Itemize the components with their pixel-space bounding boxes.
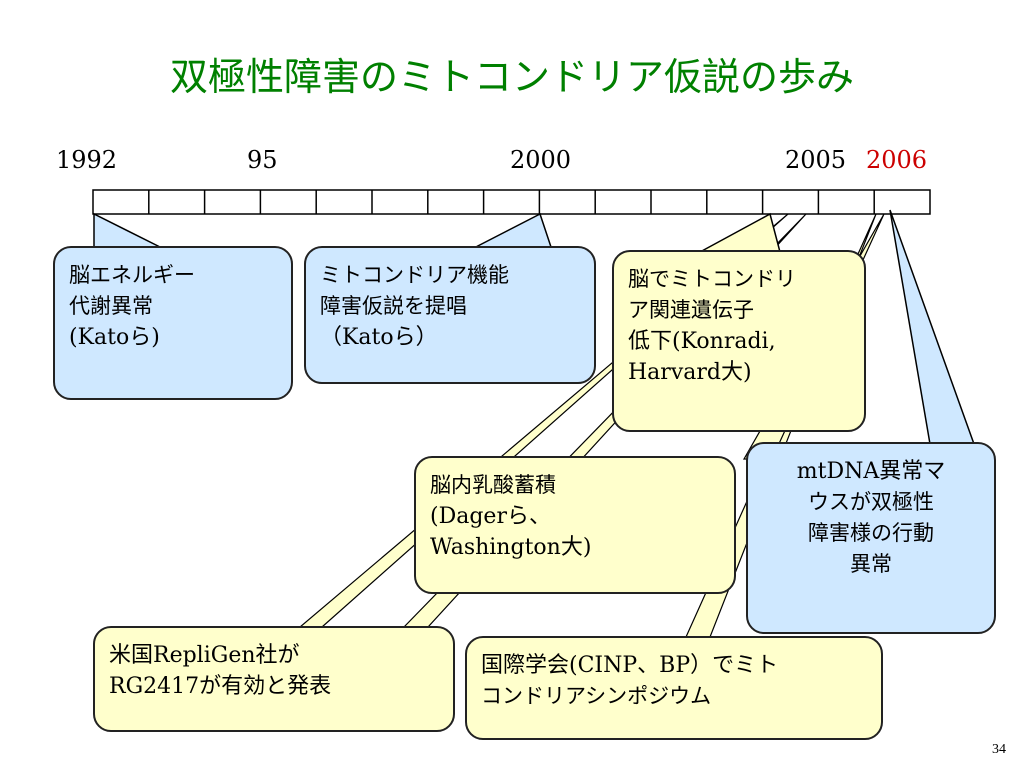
year-label-2000: 2000: [510, 146, 572, 174]
callout-line: mtDNA異常マ: [796, 459, 946, 484]
callout-kato-2000: ミトコンドリア機能 障害仮説を提唱 （Katoら）: [304, 246, 596, 384]
year-label-1992: 1992: [56, 146, 118, 174]
year-label-2006: 2006: [866, 146, 928, 174]
page-number: 34: [992, 742, 1006, 757]
callout-repligen: 米国RepliGen社が RG2417が有効と発表: [93, 626, 455, 732]
callout-line: (Katoら): [69, 325, 160, 350]
callout-mtdna-mouse: mtDNA異常マ ウスが双極性 障害様の行動 異常: [746, 442, 996, 634]
callout-cinp: 国際学会(CINP、BP）でミト コンドリアシンポジウム: [465, 636, 883, 740]
timeline-bar: [92, 189, 931, 215]
pointer-konradi: [699, 212, 781, 253]
callout-line: （Katoら）: [320, 325, 438, 350]
callout-line: 米国RepliGen社が: [109, 643, 300, 668]
callout-line: 代謝異常: [69, 294, 153, 318]
callout-line: ウスが双極性: [808, 490, 934, 514]
callout-line: Washington大): [430, 535, 592, 560]
callout-line: コンドリアシンポジウム: [481, 684, 712, 708]
year-label-95: 95: [247, 146, 278, 174]
callout-dager: 脳内乳酸蓄積 (Dagerら、 Washington大): [414, 456, 736, 594]
callout-line: RG2417が有効と発表: [109, 674, 332, 699]
pointer-kato-2000: [469, 212, 554, 251]
callout-line: ミトコンドリア機能: [320, 263, 509, 287]
page-title: 双極性障害のミトコンドリア仮説の歩み: [169, 55, 854, 99]
year-label-2005: 2005: [785, 146, 847, 174]
callout-line: 異常: [850, 552, 892, 576]
pointer-mtdna: [889, 209, 976, 445]
callout-konradi: 脳でミトコンドリ ア関連遺伝子 低下(Konradi, Harvard大): [612, 250, 866, 432]
callout-line: 国際学会(CINP、BP）でミト: [481, 653, 779, 678]
callout-line: (Dagerら、: [430, 504, 551, 529]
callout-line: Harvard大): [628, 360, 752, 385]
callout-line: 脳内乳酸蓄積: [430, 473, 556, 497]
callout-line: 脳エネルギー: [69, 263, 195, 287]
callout-line: 障害仮説を提唱: [320, 294, 467, 318]
callout-line: 低下(Konradi,: [628, 329, 776, 354]
callout-line: ア関連遺伝子: [628, 298, 754, 322]
pointer-kato-1992: [93, 212, 167, 251]
callout-line: 脳でミトコンドリ: [628, 267, 796, 291]
callout-kato-1992: 脳エネルギー 代謝異常 (Katoら): [53, 246, 293, 400]
callout-line: 障害様の行動: [808, 521, 934, 545]
